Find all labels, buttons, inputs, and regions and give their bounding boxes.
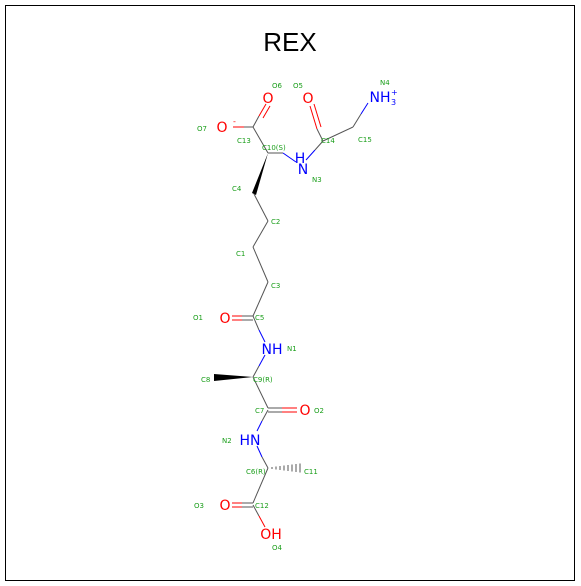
label-o6: O6 [272,82,283,90]
bond-n1-c9b [252,365,260,378]
bond-c13-o6 [252,115,260,128]
atom-o5: O [302,91,313,107]
bond-n2-c6 [256,445,263,458]
bond-c3-c5 [252,281,269,317]
atom-symbols: O - O O NH 3 + H N O NH O HN O OH [216,88,397,543]
label-n2: N2 [222,437,232,445]
bond-c13-o6-double [262,105,271,119]
atom-n1: NH [262,342,283,358]
label-o2: O2 [314,407,324,415]
bond-c6-c12 [252,467,269,504]
wedge-c9-c8 [214,374,253,381]
atom-o1: O [219,311,230,327]
atom-n4: NH [370,90,391,106]
label-c1: C1 [236,250,245,258]
label-n1: N1 [287,345,297,353]
molecule-title: REX [263,27,316,57]
bond-c4-c2 [253,193,269,222]
label-n3: N3 [312,176,322,184]
bond-c7-n2 [261,409,269,422]
diagram-frame [5,5,575,581]
bond-c5-n1 [252,315,260,331]
label-c15: C15 [358,136,372,144]
label-o5: O5 [293,82,303,90]
bond-n1-c9 [258,354,266,367]
atom-o4: OH [260,527,282,543]
label-n4: N4 [380,79,390,87]
label-o3: O3 [194,502,204,510]
bond-c12-o4 [252,504,260,517]
bond-c2-c1 [252,220,269,248]
bond-c14-c15 [322,126,354,142]
label-c5: C5 [255,314,264,322]
atom-o7-charge: - [233,117,236,126]
bond-c15-n4 [352,113,362,128]
bond-c12-o4-red [258,515,266,528]
atom-o2: O [299,403,310,419]
bond-c14-o5 [316,128,324,142]
atom-n3: N [298,162,308,178]
label-c10: C10(S) [262,144,286,152]
bond-c14-o5-red [309,105,318,130]
wedge-c10-c4 [252,153,268,195]
label-c2: C2 [271,218,280,226]
atom-labels: O7 O6 O5 N4 C13 C10(S) C14 C15 N3 C4 C2 … [193,79,390,552]
atom-n4-subscript: 3 [391,98,396,107]
bond-c13-o6-red [258,103,267,117]
atom-o7: O [216,120,227,136]
atom-n2: HN [240,433,261,449]
label-c14: C14 [321,137,335,145]
bond-c5-n1-blue [258,329,266,343]
bond-c13-c10 [252,126,269,154]
label-o4: O4 [272,544,283,552]
atom-n3-h: H [295,151,306,167]
atom-o3: O [219,498,230,514]
label-c13: C13 [237,137,251,145]
label-o1: O1 [193,314,203,322]
label-c3: C3 [271,282,280,290]
label-c12: C12 [255,502,269,510]
hash-c6-c11 [271,463,301,473]
bond-c1-c3 [252,246,269,283]
bond-c14-o5-double [313,103,322,128]
label-c11: C11 [304,468,318,476]
label-c4: C4 [232,185,242,193]
label-c7: C7 [255,407,264,415]
label-c8: C8 [201,376,210,384]
bond-c7-n2-blue [256,420,263,432]
atom-n4-charge: + [391,88,398,97]
label-o7: O7 [197,125,207,133]
bond-n3-c14 [305,149,316,161]
atom-o6: O [262,91,273,107]
bond-c9-c7 [252,376,269,409]
label-c6: C6(R) [246,468,266,476]
bond-n2-c6b [261,456,269,469]
bonds [214,102,369,528]
bond-c15-n4-blue [360,102,369,115]
bond-c10-n3-blue [282,152,297,163]
label-c9: C9(R) [253,376,273,384]
bond-n3-c14b [314,140,324,151]
